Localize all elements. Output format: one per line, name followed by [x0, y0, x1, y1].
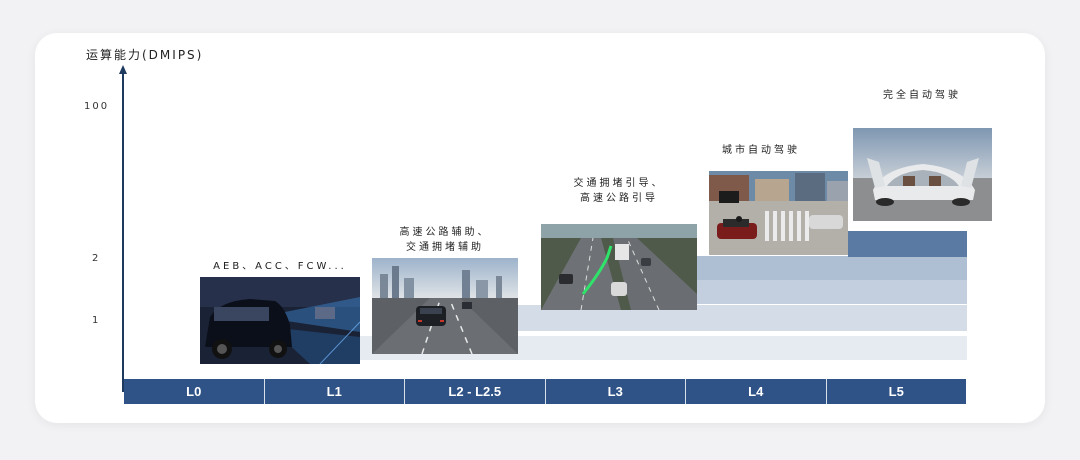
- photo-l2-highway: [372, 258, 518, 354]
- caption-l2: 高速公路辅助、交通拥堵辅助: [399, 227, 491, 253]
- caption-l0: AEB、ACC、FCW...: [213, 261, 347, 272]
- photo-l0-suv-sensors: [200, 277, 360, 364]
- caption-l4: 城市自动驾驶: [722, 145, 800, 156]
- y-axis-label: 运算能力(DMIPS): [86, 48, 204, 62]
- photo-l4-city: [709, 171, 848, 255]
- y-tick-2: 2: [92, 253, 101, 264]
- y-tick-1: 1: [92, 315, 101, 326]
- level-l3: L3: [545, 379, 686, 404]
- level-l1: L1: [264, 379, 405, 404]
- band-l4: [697, 256, 967, 280]
- y-tick-100: 100: [84, 101, 110, 112]
- photo-l3-traffic: [541, 224, 697, 310]
- caption-l5: 完全自动驾驶: [883, 90, 961, 101]
- y-axis-line: [122, 72, 124, 392]
- level-l2: L2 - L2.5: [405, 379, 546, 404]
- level-l4: L4: [686, 379, 827, 404]
- y-axis-arrow-icon: [119, 65, 127, 74]
- level-l0: L0: [124, 379, 265, 404]
- level-bar: L0 L1 L2 - L2.5 L3 L4 L5: [124, 379, 966, 404]
- caption-l3: 交通拥堵引导、高速公路引导: [573, 178, 665, 204]
- level-l5: L5: [826, 379, 966, 404]
- band-l3: [697, 280, 967, 304]
- photo-l5-autonomous-car: [853, 128, 992, 221]
- band-l5: [848, 231, 967, 257]
